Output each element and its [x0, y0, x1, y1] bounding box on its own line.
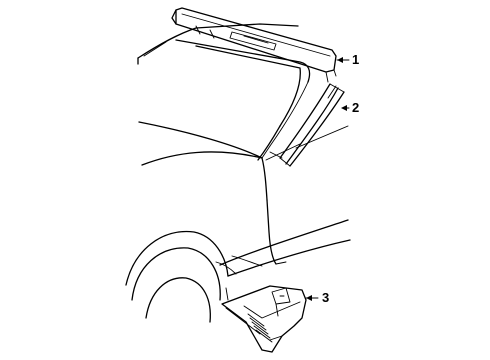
callout-1: 1	[336, 52, 359, 67]
windshield-frame	[175, 39, 311, 161]
wheel-arch	[125, 230, 229, 323]
vehicle-body-outline	[137, 23, 351, 277]
callout-label-1: 1	[352, 52, 359, 67]
a-pillar-molding	[269, 83, 345, 167]
callout-3: 3	[305, 290, 329, 305]
callout-label-2: 2	[352, 100, 359, 115]
cowl-side-trim	[221, 285, 307, 353]
arrowhead-3	[306, 295, 312, 301]
cowl-panel	[171, 7, 337, 83]
arrowhead-2	[341, 105, 347, 111]
callout-label-3: 3	[322, 290, 329, 305]
callout-2: 2	[341, 100, 359, 115]
arrowhead-1	[337, 57, 343, 63]
